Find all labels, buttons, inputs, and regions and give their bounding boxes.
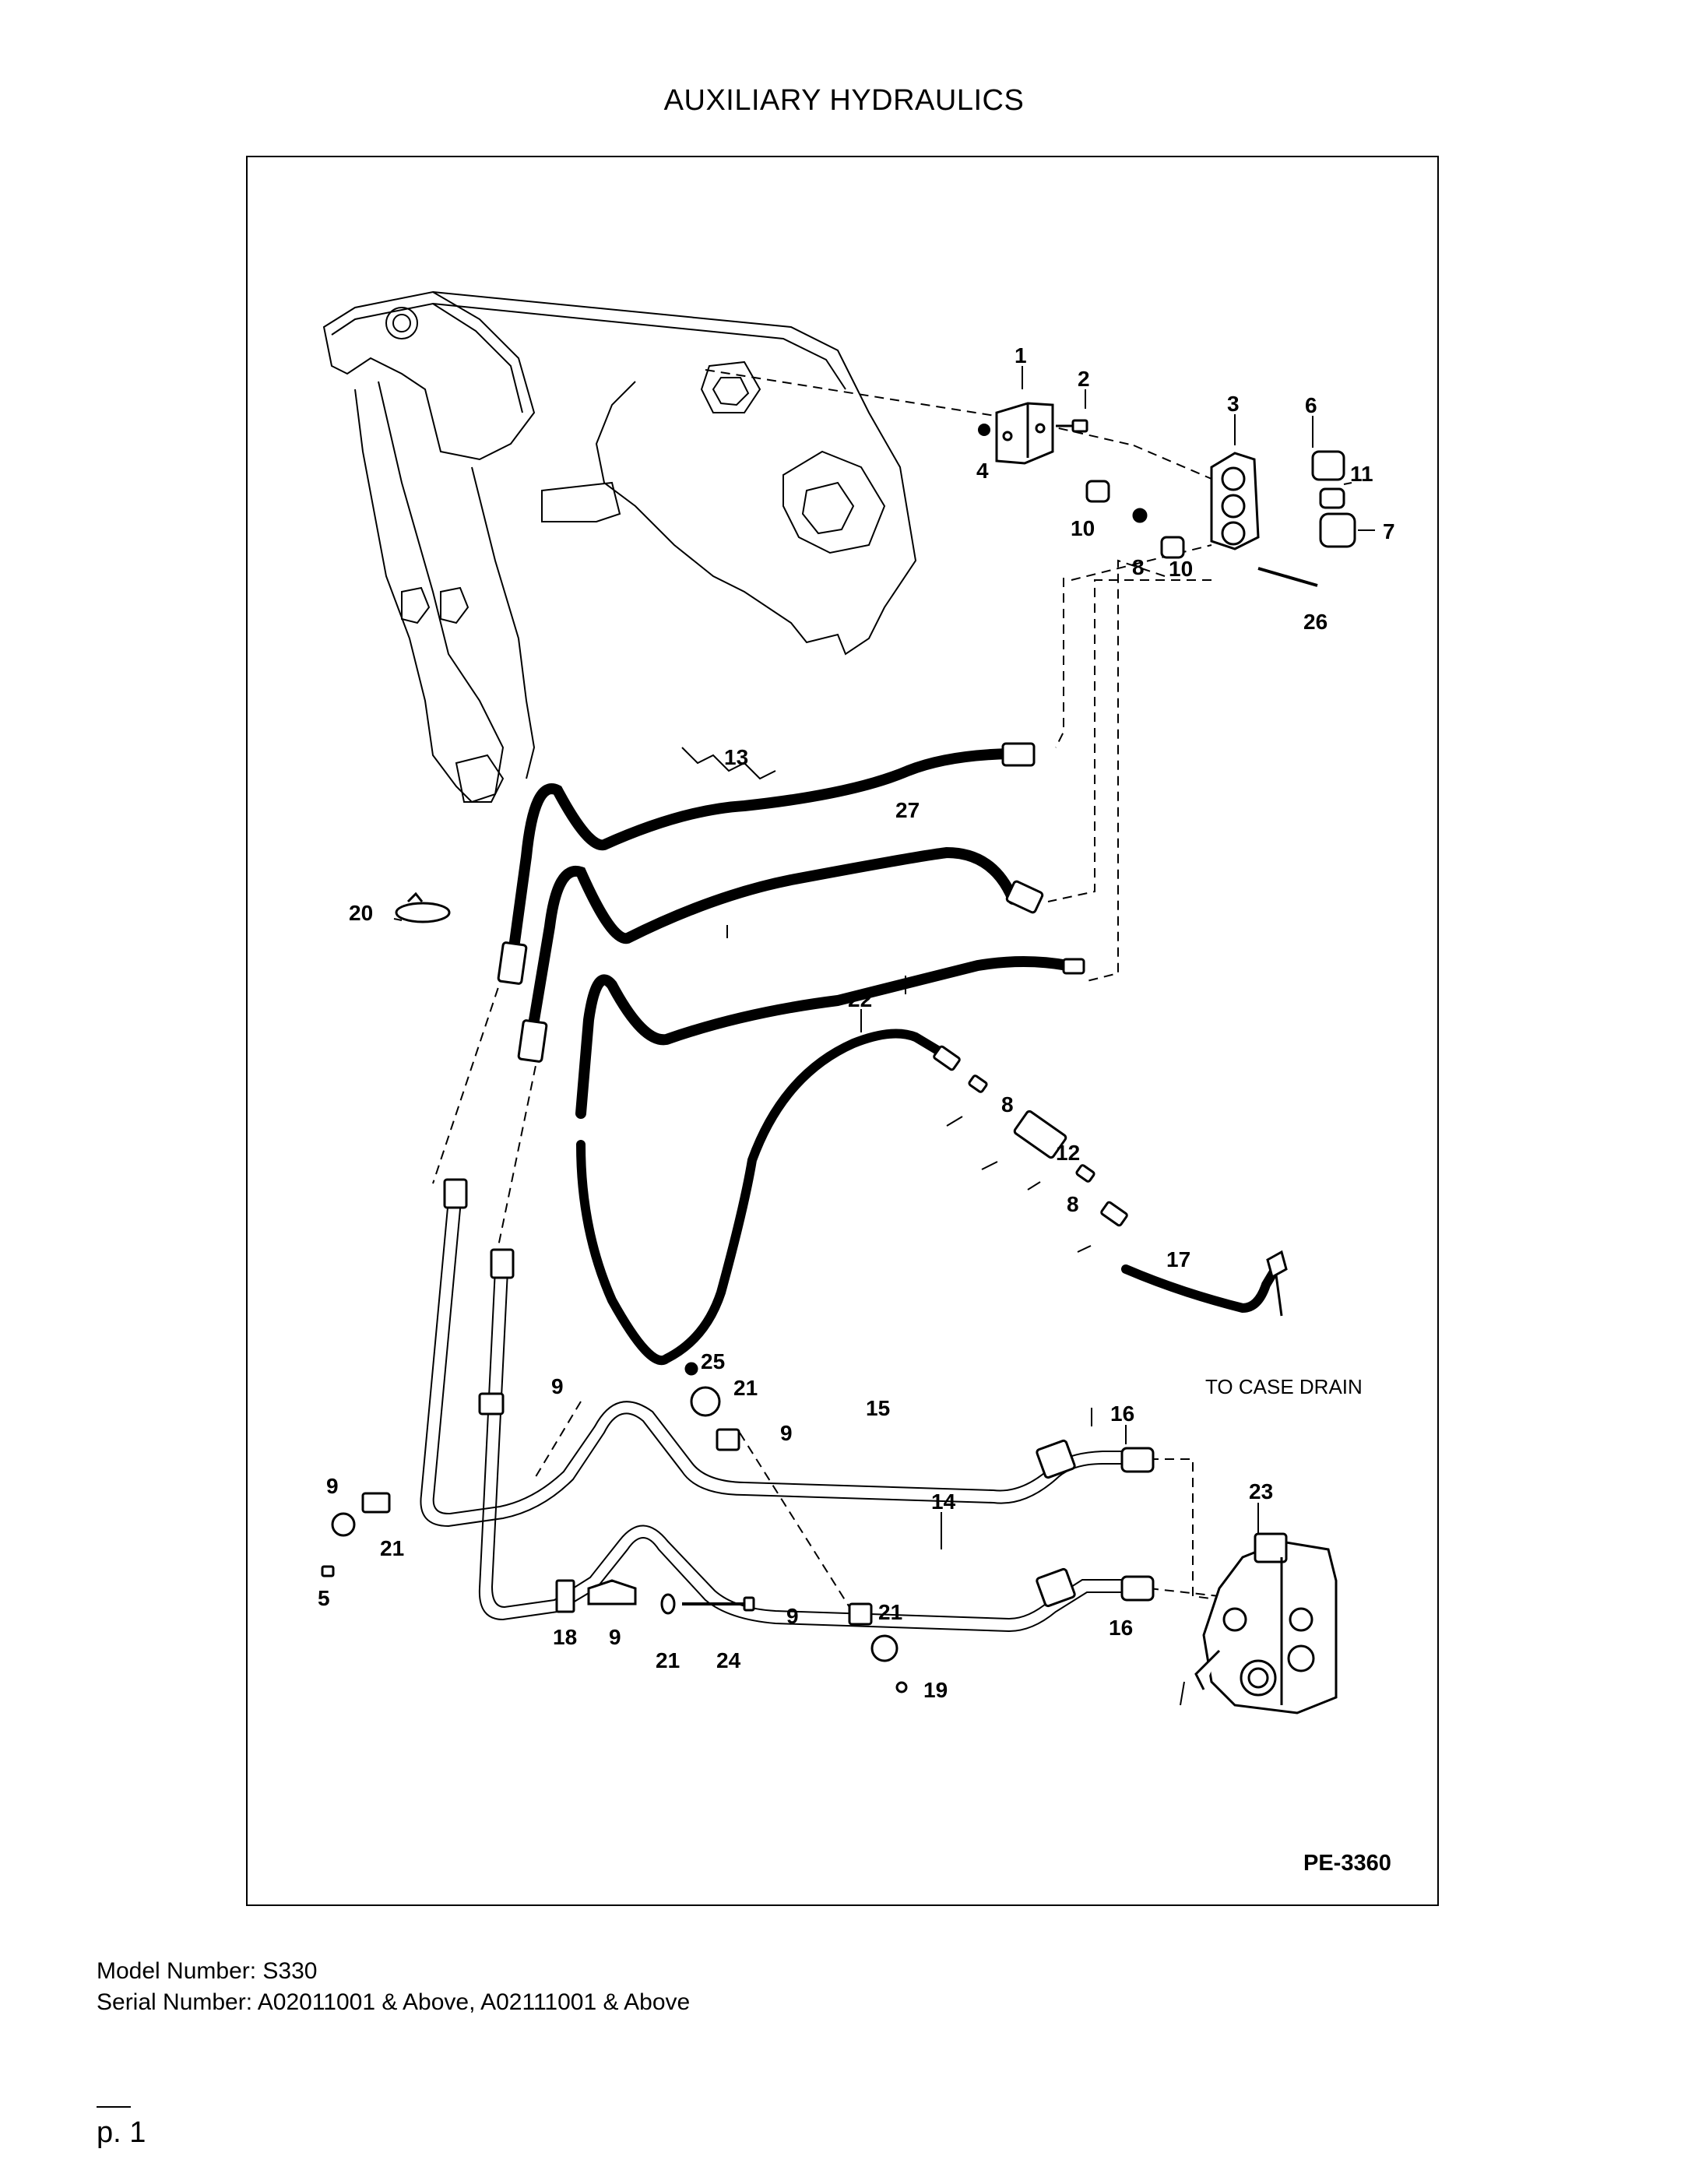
nut-4 (978, 424, 990, 436)
hose-13 (509, 748, 1015, 948)
lift-arm-outline (322, 290, 917, 804)
hose-27 (529, 846, 1018, 1025)
diagram-frame (246, 156, 1439, 1906)
callout-21-b: 21 (380, 1536, 404, 1560)
couplers-6-7-11 (1311, 450, 1356, 548)
callout-5: 5 (318, 1586, 330, 1610)
callout-3: 3 (1227, 392, 1240, 416)
callout-24: 24 (716, 1648, 741, 1672)
callout-17: 17 (1166, 1247, 1190, 1271)
hose-end-fittings (497, 941, 548, 1063)
callout-23: 23 (1249, 1479, 1273, 1503)
page-number: p. 1 (97, 2116, 146, 2149)
page-title: AUXILIARY HYDRAULICS (663, 84, 1025, 117)
callout-11: 11 (1350, 462, 1373, 486)
callout-8-upper: 8 (1132, 555, 1145, 579)
page-number-rule (97, 2106, 131, 2108)
callout-25: 25 (701, 1349, 725, 1373)
hose-13-fitting (1001, 742, 1036, 767)
callout-15: 15 (866, 1396, 890, 1420)
callout-16-lower: 16 (1109, 1616, 1133, 1640)
assembly-dashed-lines (432, 369, 1251, 1620)
callout-19: 19 (923, 1678, 948, 1702)
callout-8-lower: 8 (1067, 1192, 1079, 1216)
drawing-number: PE-3360 (1303, 1851, 1391, 1876)
hose-22 (575, 956, 1073, 1119)
callout-16-upper: 16 (1110, 1401, 1134, 1426)
adapters-16 (1120, 1447, 1155, 1602)
callout-9-e: 9 (786, 1604, 799, 1628)
mounting-bracket-1 (995, 402, 1054, 465)
callout-18: 18 (553, 1625, 577, 1649)
case-drain-arrow (1274, 1268, 1283, 1317)
callout-21-c: 21 (656, 1648, 680, 1672)
callout-6: 6 (1305, 393, 1317, 417)
serial-number: Serial Number: A02011001 & Above, A02111… (97, 1989, 691, 2015)
callout-13: 13 (724, 745, 748, 769)
lower-clamp-hardware (321, 1362, 908, 1693)
callout-22: 22 (848, 987, 872, 1011)
callout-leaders (393, 366, 1375, 1706)
bolt-26 (1257, 567, 1318, 587)
case-drain-fitting (1266, 1250, 1288, 1279)
callout-27: 27 (895, 798, 920, 822)
tube-end-nuts (443, 1178, 1076, 1608)
coupler-block-3 (1210, 452, 1260, 550)
callout-8-mid: 8 (1001, 1092, 1014, 1117)
callout-12: 12 (1056, 1141, 1080, 1165)
callout-20: 20 (349, 901, 373, 925)
callout-9-c: 9 (326, 1474, 339, 1498)
callout-2: 2 (1078, 367, 1090, 391)
callout-9-d: 9 (609, 1625, 621, 1649)
callout-10-lower: 10 (1169, 557, 1193, 581)
callout-14: 14 (931, 1489, 956, 1514)
callout-21-a: 21 (733, 1376, 758, 1400)
callout-4: 4 (976, 459, 989, 483)
clamp-20 (395, 892, 451, 923)
callout-7: 7 (1383, 519, 1395, 543)
callout-9-b: 9 (780, 1421, 793, 1445)
callout-9-a: 9 (551, 1374, 564, 1398)
model-number: Model Number: S330 (97, 1958, 318, 1984)
callout-26: 26 (1303, 610, 1328, 634)
control-valve-23 (1194, 1532, 1338, 1714)
hose-17 (576, 1029, 1280, 1365)
adapters-10-8 (1085, 480, 1185, 559)
steel-tubes (420, 1198, 1149, 1633)
to-case-drain-label: TO CASE DRAIN (1205, 1375, 1363, 1398)
hose-22-fitting (1062, 958, 1085, 975)
callout-21-d: 21 (878, 1600, 902, 1624)
exploded-parts-diagram: 1 2 3 6 11 7 4 10 8 10 26 13 27 20 22 8 … (246, 156, 1439, 1906)
case-drain-inline-parts (933, 1045, 1128, 1227)
bolt-2 (1056, 419, 1088, 433)
hose-27-fitting (1005, 880, 1044, 914)
callout-10-upper: 10 (1071, 516, 1095, 540)
callout-1: 1 (1015, 343, 1027, 368)
